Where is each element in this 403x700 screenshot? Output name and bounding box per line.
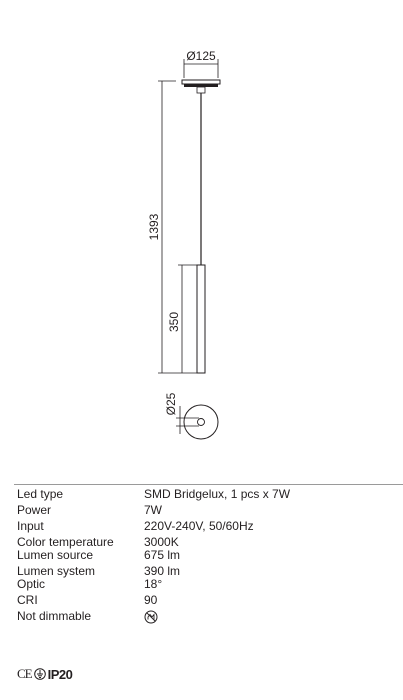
canopy-diameter-label: Ø125 bbox=[186, 49, 216, 63]
tube-diameter-dimension bbox=[176, 406, 199, 434]
spec-row-optic: Optic 18° bbox=[17, 578, 397, 591]
not-dimmable-icon bbox=[144, 610, 158, 623]
spec-row-lumen-source: Lumen source 675 lm bbox=[17, 549, 397, 562]
technical-drawing: Ø125 1393 350 Ø25 bbox=[147, 49, 221, 440]
spec-value bbox=[144, 610, 158, 623]
spec-value: 7W bbox=[144, 503, 162, 517]
spec-row-input: Input 220V-240V, 50/60Hz bbox=[17, 520, 397, 533]
tube-length-dimension bbox=[178, 264, 197, 373]
tube-diameter-label: Ø25 bbox=[164, 392, 178, 415]
spec-row-not-dimmable: Not dimmable bbox=[17, 610, 397, 623]
total-height-dimension bbox=[158, 80, 197, 374]
spec-row-led-type: Led type SMD Bridgelux, 1 pcs x 7W bbox=[17, 488, 397, 501]
spec-value: 90 bbox=[144, 593, 158, 607]
spec-value: 18° bbox=[144, 577, 163, 591]
specifications-table: Led type SMD Bridgelux, 1 pcs x 7W Power… bbox=[17, 488, 397, 626]
spec-value: SMD Bridgelux, 1 pcs x 7W bbox=[144, 487, 291, 501]
spec-label: Not dimmable bbox=[17, 609, 92, 623]
spec-value: 675 lm bbox=[144, 548, 181, 562]
canopy-diameter-dimension bbox=[183, 59, 219, 78]
spec-row-power: Power 7W bbox=[17, 504, 397, 517]
spec-value: 3000K bbox=[144, 535, 179, 549]
total-height-label: 1393 bbox=[147, 213, 161, 240]
certification-marks: CE IP20 bbox=[17, 666, 73, 682]
spec-row-lumen-system: Lumen system 390 lm bbox=[17, 565, 397, 578]
spec-label: Led type bbox=[17, 487, 64, 501]
tube-length-label: 350 bbox=[167, 312, 181, 332]
spec-label: Color temperature bbox=[17, 535, 114, 549]
section-divider bbox=[14, 484, 403, 485]
spec-label: Lumen source bbox=[17, 548, 94, 562]
bottom-view bbox=[183, 404, 219, 440]
spec-label: Lumen system bbox=[17, 564, 96, 578]
canopy bbox=[181, 79, 221, 94]
tube-body bbox=[196, 264, 206, 374]
spec-value: 220V-240V, 50/60Hz bbox=[144, 519, 254, 533]
spec-row-color-temperature: Color temperature 3000K bbox=[17, 536, 397, 549]
spec-label: Power bbox=[17, 503, 52, 517]
spec-label: Optic bbox=[17, 577, 46, 591]
spec-label: Input bbox=[17, 519, 44, 533]
ip-rating: IP20 bbox=[47, 666, 73, 682]
spec-row-cri: CRI 90 bbox=[17, 594, 397, 607]
protective-earth-icon bbox=[33, 668, 46, 680]
ce-mark: CE bbox=[17, 666, 33, 681]
spec-label: CRI bbox=[17, 593, 38, 607]
spec-value: 390 lm bbox=[144, 564, 181, 578]
